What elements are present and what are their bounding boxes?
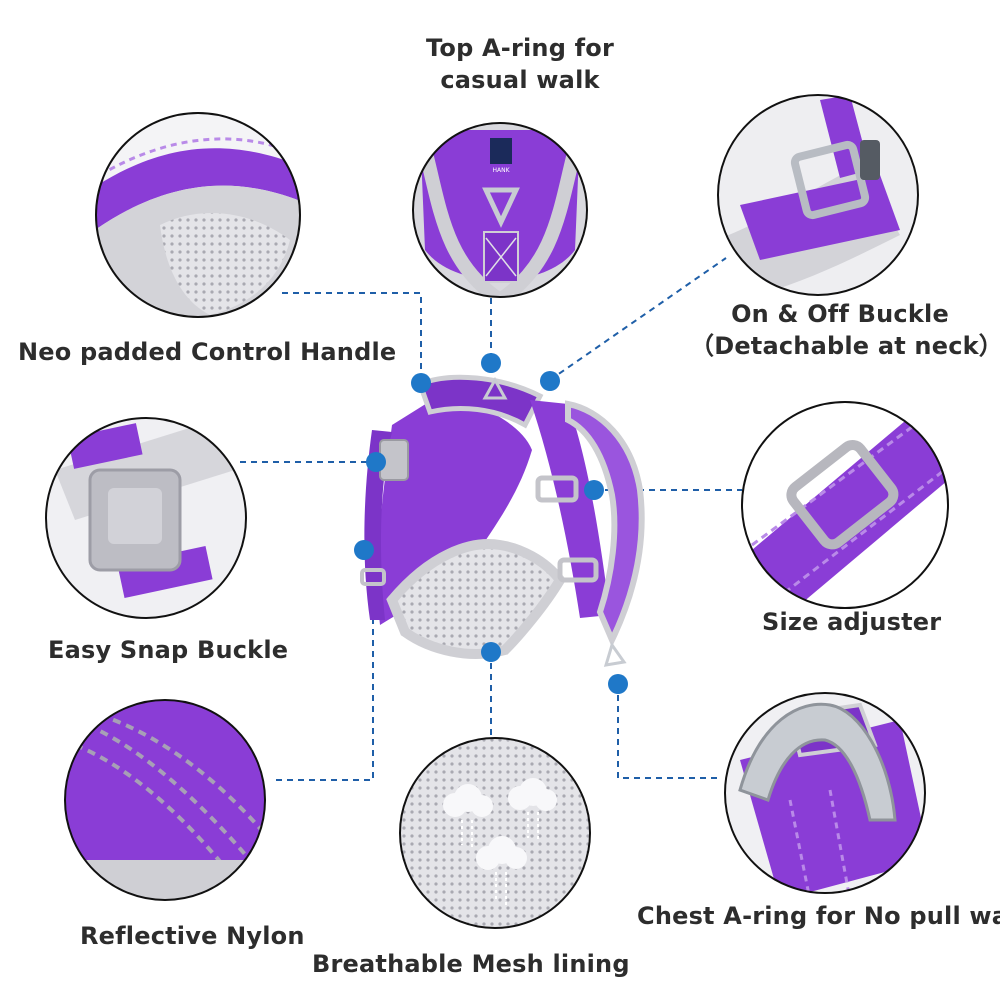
brand-tag: HANK [492,167,510,174]
label-top-ring-line2: casual walk [440,66,600,94]
dot-adjuster [584,480,604,500]
detail-circle-buckle [717,94,919,296]
label-buckle: On & Off Buckle （Detachable at neck） [690,298,1000,362]
label-buckle-line2: （Detachable at neck） [690,332,1000,360]
detail-circle-snap [45,417,247,619]
label-handle: Neo padded Control Handle [18,338,397,366]
label-top-ring-line1: Top A-ring for [426,34,614,62]
dot-chest [608,674,628,694]
label-buckle-line1: On & Off Buckle [731,300,949,328]
detail-circle-handle [95,112,301,318]
detail-circle-adjuster [741,401,949,609]
harness-illustration [360,374,645,667]
dot-handle [411,373,431,393]
label-chest-ring: Chest A-ring for No pull walk [637,902,1000,930]
connector-nylon [275,549,374,781]
detail-circle-nylon [64,699,266,901]
dot-nylon [354,540,374,560]
connector-chest [617,684,722,779]
label-adjuster: Size adjuster [762,608,942,636]
detail-circle-mesh [399,737,591,929]
label-nylon: Reflective Nylon [80,922,305,950]
label-mesh: Breathable Mesh lining [312,950,630,978]
dot-buckle [540,371,560,391]
label-snap: Easy Snap Buckle [48,636,289,664]
detail-circle-top-ring: HANK [412,122,588,298]
dot-top-ring [481,353,501,373]
detail-circle-chest-ring [724,692,926,894]
connector-buckle [549,257,727,381]
connector-handle [282,292,422,382]
dot-snap [366,452,386,472]
dot-mesh [481,642,501,662]
callout-dots [354,353,628,694]
label-top-ring: Top A-ring for casual walk [395,32,645,96]
